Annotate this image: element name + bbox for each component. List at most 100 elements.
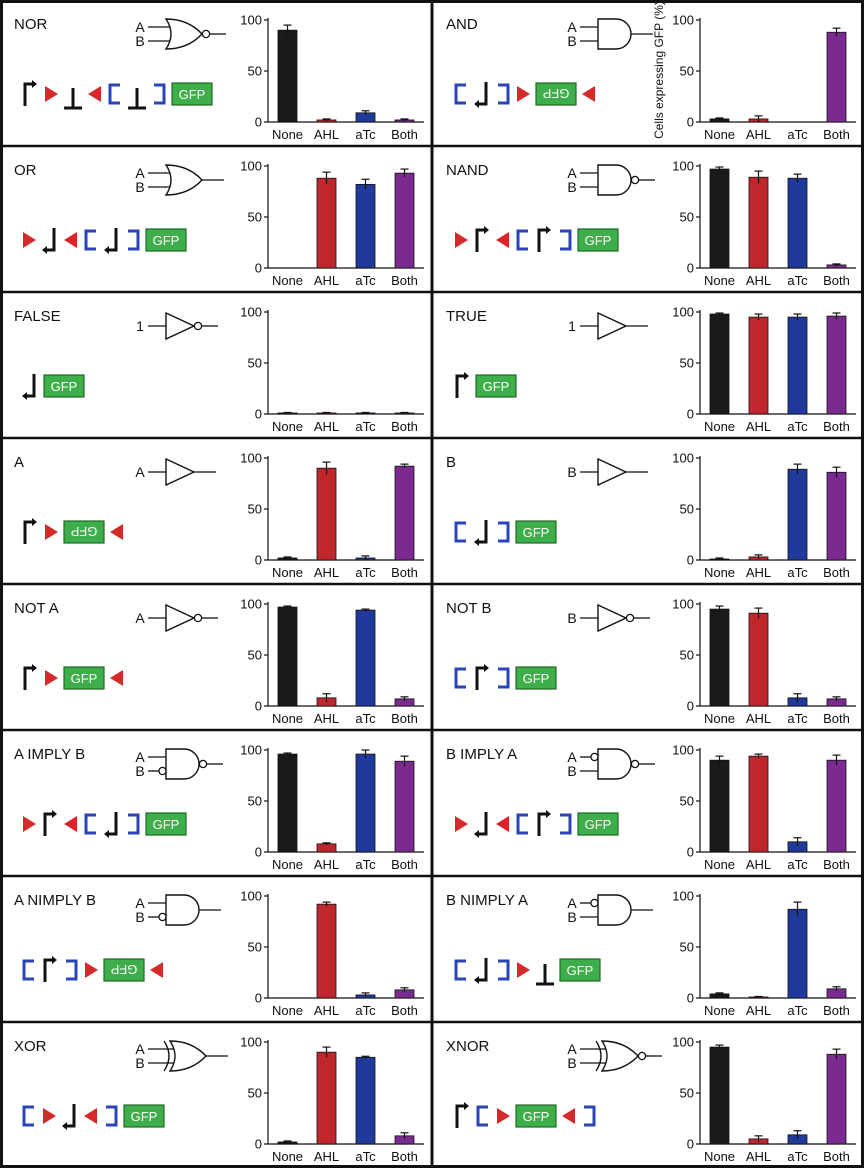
- gfp-label: GFP: [567, 963, 594, 978]
- x-tick-label: aTc: [355, 1003, 376, 1018]
- promoter-arrowhead: [32, 664, 37, 672]
- x-tick-label: AHL: [746, 1149, 771, 1164]
- recombinase-site-reverse-icon: [150, 962, 163, 978]
- x-tick-label: Both: [391, 565, 418, 580]
- promoter-arrowhead: [464, 1102, 469, 1110]
- y-tick-label: 100: [672, 305, 694, 320]
- x-tick-label: AHL: [314, 565, 339, 580]
- y-tick-label: 100: [240, 889, 262, 904]
- promoter-forward-icon: [23, 520, 33, 544]
- inversion-bubble: [201, 29, 211, 39]
- gate-input-label-a: A: [567, 19, 577, 35]
- x-tick-label: aTc: [355, 1149, 376, 1164]
- site-bracket-open-icon: [516, 229, 528, 251]
- gfp-gene-inverted: [63, 520, 105, 544]
- gate-input-label-a: A: [135, 749, 145, 765]
- buffer-gate-icon: [165, 457, 196, 487]
- promoter-forward-icon: [455, 374, 465, 398]
- bar-both: [826, 759, 847, 853]
- x-tick-label: None: [272, 857, 303, 872]
- panel-title: TRUE: [446, 308, 487, 325]
- nor-gate-icon: [164, 18, 203, 50]
- promoter-arrowhead: [32, 80, 37, 88]
- x-tick-label: aTc: [355, 419, 376, 434]
- gate-input-label: B: [567, 464, 576, 480]
- promoter-arrowhead: [464, 372, 469, 380]
- x-tick-label: Both: [823, 857, 850, 872]
- promoter-arrowhead: [42, 246, 47, 254]
- gfp-label: GFP: [111, 962, 138, 977]
- inversion-bubble: [630, 759, 640, 769]
- recombinase-site-reverse-icon: [562, 1108, 575, 1124]
- site-bracket-open-icon: [516, 813, 528, 835]
- recombinase-site-reverse-icon: [496, 816, 509, 832]
- y-tick-label: 100: [240, 305, 262, 320]
- recombinase-site-forward-icon: [23, 816, 36, 832]
- bar-both: [826, 1053, 847, 1145]
- gate-input-label-b: B: [135, 909, 144, 925]
- panel-title: NOR: [14, 16, 48, 33]
- gate-input-label-b: B: [567, 763, 576, 779]
- y-tick-label: 50: [248, 64, 262, 79]
- x-tick-label: aTc: [787, 127, 808, 142]
- site-bracket-open-icon: [22, 959, 34, 981]
- implyba-gate-icon: [597, 748, 632, 780]
- promoter-arrowhead: [474, 538, 479, 546]
- inversion-bubble: [193, 613, 203, 623]
- site-bracket-open-icon: [454, 521, 466, 543]
- gfp-gene: [577, 228, 619, 252]
- panel-title: NOT B: [446, 600, 492, 617]
- y-tick-label: 50: [680, 502, 694, 517]
- promoter-forward-icon: [23, 82, 33, 106]
- x-tick-label: None: [272, 419, 303, 434]
- x-tick-label: None: [272, 1003, 303, 1018]
- site-bracket-open-icon: [22, 1105, 34, 1127]
- y-tick-label: 0: [687, 845, 694, 860]
- site-bracket-open-icon: [84, 813, 96, 835]
- gfp-gene-inverted: [103, 958, 145, 982]
- x-tick-label: None: [272, 127, 303, 142]
- gfp-gene: [577, 812, 619, 836]
- y-tick-label: 0: [687, 553, 694, 568]
- gfp-gene: [123, 1104, 165, 1128]
- x-tick-label: None: [704, 273, 735, 288]
- inversion-bubble: [158, 912, 167, 922]
- site-bracket-close-icon: [128, 813, 140, 835]
- recombinase-site-forward-icon: [517, 962, 530, 978]
- inversion-bubble: [193, 321, 203, 331]
- x-tick-label: aTc: [355, 565, 376, 580]
- y-tick-label: 0: [687, 1137, 694, 1152]
- y-tick-label: 100: [240, 1035, 262, 1050]
- bar-ahl: [316, 843, 337, 853]
- bar-atc: [787, 908, 808, 999]
- y-tick-label: 0: [255, 1137, 262, 1152]
- x-tick-label: aTc: [355, 711, 376, 726]
- x-tick-label: AHL: [314, 711, 339, 726]
- bar-none: [709, 313, 730, 415]
- gate-input-label: 1: [136, 318, 144, 334]
- gate-input-label-a: A: [135, 19, 145, 35]
- site-bracket-close-icon: [498, 959, 510, 981]
- y-tick-label: 100: [240, 13, 262, 28]
- recombinase-site-forward-icon: [23, 232, 36, 248]
- y-tick-label: 100: [240, 159, 262, 174]
- bar-none: [709, 168, 730, 269]
- x-tick-label: AHL: [746, 127, 771, 142]
- x-tick-label: AHL: [746, 565, 771, 580]
- promoter-arrowhead: [104, 830, 109, 838]
- inversion-bubble: [625, 613, 635, 623]
- promoter-arrowhead: [546, 810, 551, 818]
- recombinase-site-forward-icon: [45, 670, 58, 686]
- panel-title: B: [446, 454, 456, 471]
- gate-input-label: A: [135, 464, 145, 480]
- gfp-gene: [515, 666, 557, 690]
- site-bracket-close-icon: [498, 83, 510, 105]
- bar-none: [709, 608, 730, 707]
- gate-input-label-b: B: [135, 33, 144, 49]
- gfp-label: GFP: [483, 379, 510, 394]
